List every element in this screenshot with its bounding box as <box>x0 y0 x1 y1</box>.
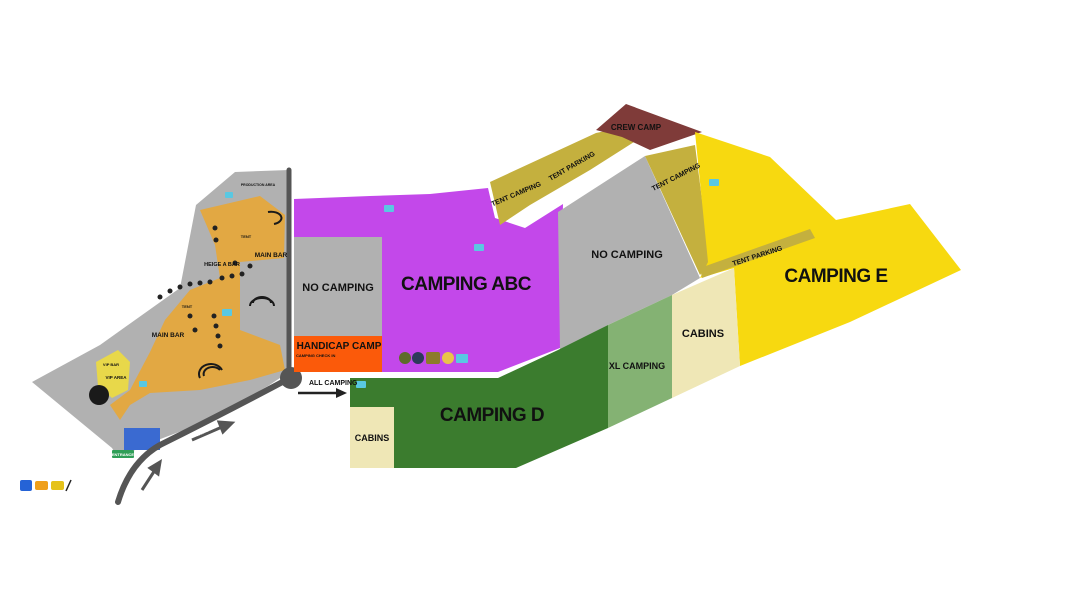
no-camping-left-zone <box>294 237 382 336</box>
vip-area-zone <box>96 350 130 398</box>
festival-ground-orange <box>110 196 285 420</box>
info-badges <box>139 179 719 388</box>
legend-divider <box>65 479 72 492</box>
stage-arcs <box>198 210 283 379</box>
main-bar-top-label: MAIN BAR <box>255 252 288 259</box>
blue-info-area <box>124 428 160 450</box>
xl-camping-label: XL CAMPING <box>609 361 665 371</box>
tree-dots <box>157 225 253 349</box>
tent-parking-right-zone <box>700 229 815 278</box>
handicap-camp-zone <box>294 336 382 372</box>
vip-tent <box>89 385 109 405</box>
production-area-label: PRODUCTION AREA <box>241 183 276 187</box>
entrance-label: ENTRANCE <box>112 452 135 457</box>
cabins-d-zone <box>350 407 394 468</box>
roundabout <box>280 367 302 389</box>
tent-mid-label: TENT <box>182 304 193 309</box>
camping-e-label: CAMPING E <box>784 266 887 287</box>
tent-camping-right-zone <box>645 145 710 275</box>
entrance-badge <box>112 450 134 458</box>
no-camping-right-zone <box>558 156 700 350</box>
camping-e-zone <box>695 132 961 366</box>
legend-taxi-icon <box>51 481 64 490</box>
handicap-camp-label: HANDICAP CAMP <box>297 341 382 352</box>
camping-check-in-label: CAMPING CHECK IN <box>296 353 335 358</box>
all-camping-label: ALL CAMPING <box>309 380 358 387</box>
legend-accessible-icon <box>20 480 32 491</box>
xl-camping-zone <box>608 295 672 428</box>
camping-d-zone <box>350 325 608 468</box>
cabins-e-label: CABINS <box>682 328 724 340</box>
heige-a-bar-label: HEIGE A BAR <box>204 262 240 268</box>
crew-camp-label: CREW CAMP <box>611 123 662 132</box>
no-camping-left-label: NO CAMPING <box>302 282 374 294</box>
tent-top-label: TENT <box>241 234 252 239</box>
crew-camp-zone <box>596 104 702 150</box>
main-bar-left-label: MAIN BAR <box>152 332 185 339</box>
camping-d-label: CAMPING D <box>440 405 544 426</box>
roads <box>115 167 293 505</box>
vip-area-label: VIP AREA <box>105 375 127 380</box>
cabins-d-label: CABINS <box>355 433 390 443</box>
legend-bus-icon <box>35 481 48 490</box>
facility-icons-row <box>399 352 454 364</box>
tent-camping-left-zone <box>490 128 642 225</box>
legend-icons <box>20 479 72 492</box>
no-camping-right-label: NO CAMPING <box>591 249 663 261</box>
cabins-e-zone <box>672 268 740 398</box>
direction-arrows <box>140 420 236 491</box>
vip-bar-label: VIP BAR <box>103 362 119 367</box>
all-camping-arrow <box>298 388 347 398</box>
camping-abc-label: CAMPING ABC <box>401 274 532 295</box>
